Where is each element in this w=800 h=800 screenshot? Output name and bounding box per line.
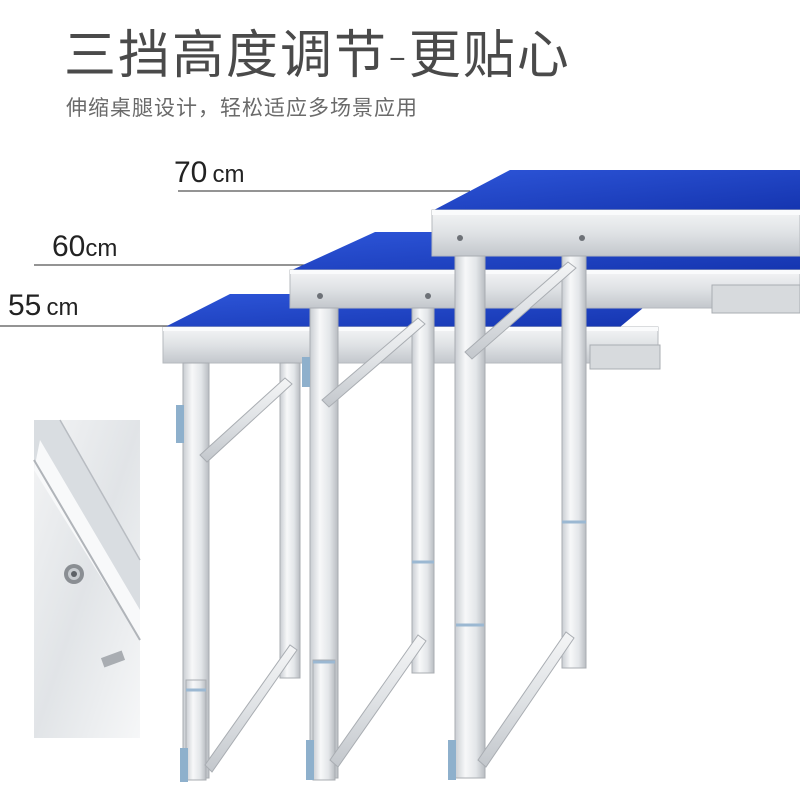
height-value-70: 70 xyxy=(174,156,208,189)
height-unit-70: cm xyxy=(212,161,245,188)
height-label-55: 55 cm xyxy=(8,291,78,321)
height-unit-60: cm xyxy=(85,235,118,262)
height-unit-55: cm xyxy=(46,294,79,321)
table-55cm xyxy=(162,294,661,782)
table-70cm xyxy=(431,170,800,780)
headline-title: 三挡高度调节-更贴心 xyxy=(64,26,571,86)
height-value-60: 60 xyxy=(52,230,86,263)
headline-subtitle: 伸缩桌腿设计，轻松适应多场景应用 xyxy=(66,96,418,120)
height-value-55: 55 xyxy=(8,289,42,322)
height-label-70: 70 cm xyxy=(174,158,244,188)
hinge-detail-inset xyxy=(33,419,141,738)
height-label-60: 60cm xyxy=(52,232,117,262)
